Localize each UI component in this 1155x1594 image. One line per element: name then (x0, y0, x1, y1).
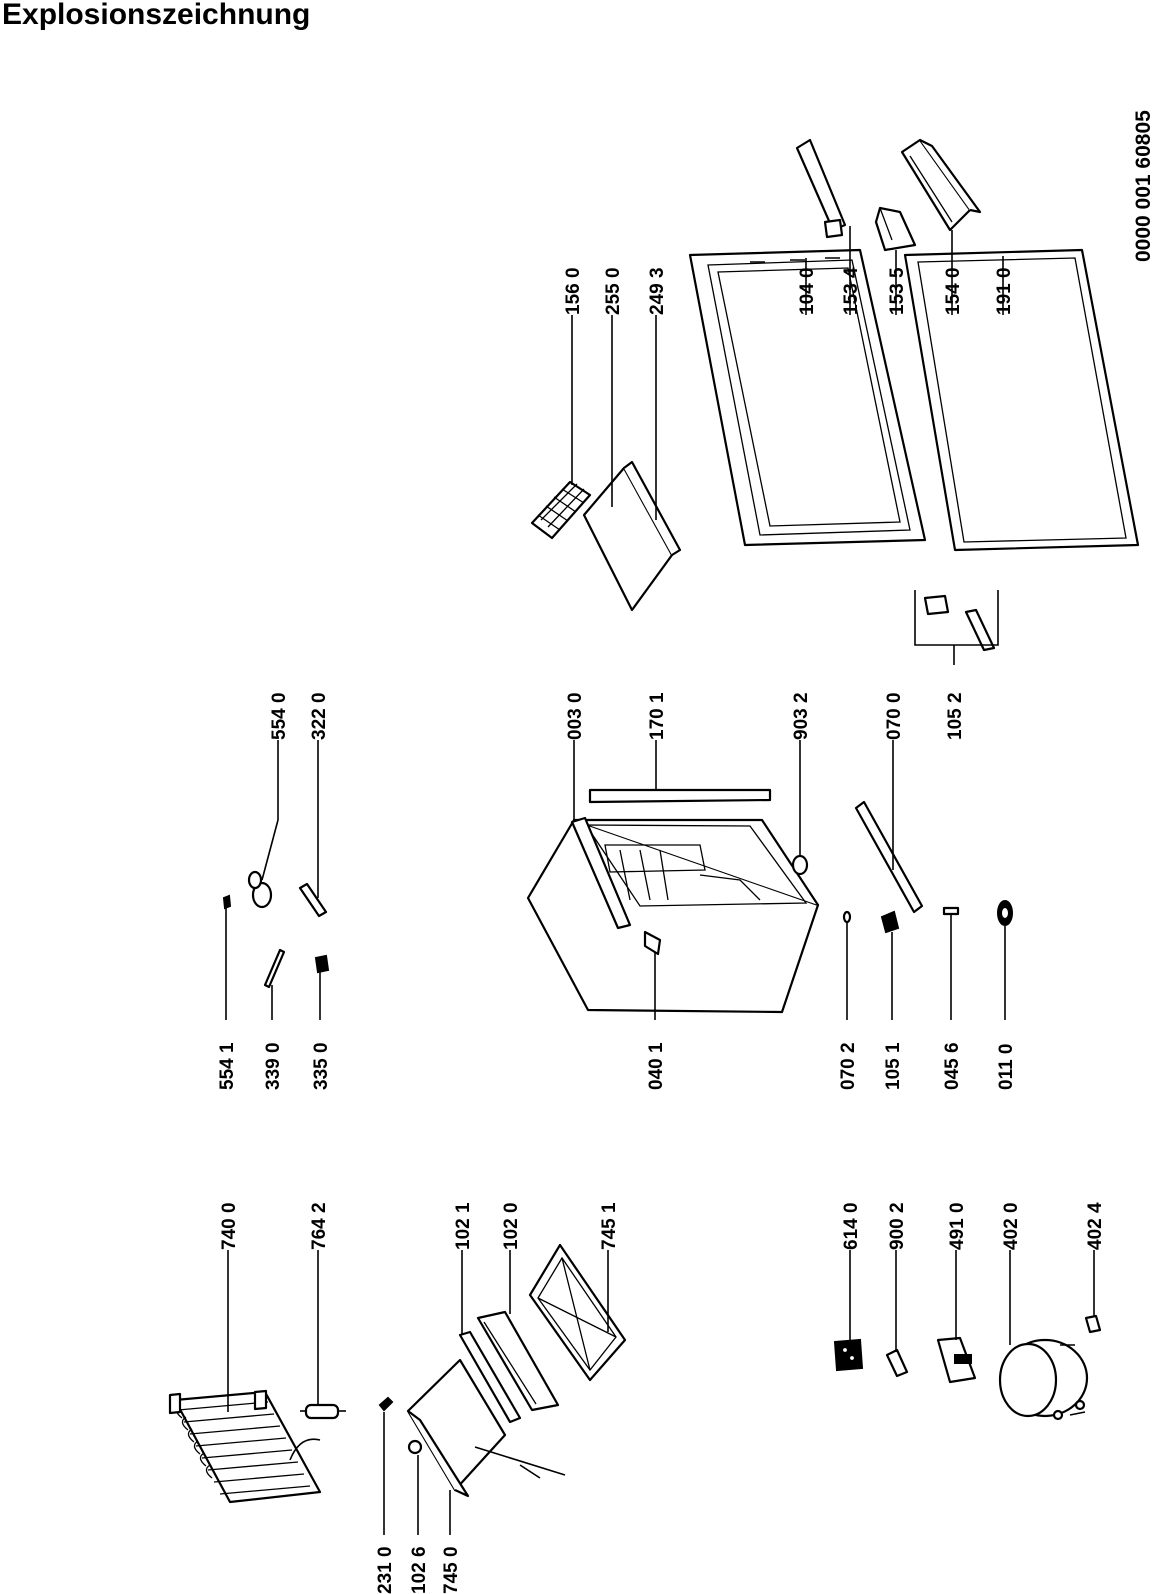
starter-housing-part (936, 1336, 977, 1384)
label-554-0: 554 0 (269, 692, 290, 740)
butter-compartment-part (874, 206, 917, 252)
hinge-set-part (914, 590, 999, 652)
label-153-4: 153 4 (841, 267, 862, 315)
label-900-2: 900 2 (887, 1202, 908, 1250)
small-knob-part (407, 1439, 423, 1455)
door-panel-part (688, 248, 927, 547)
bracket-part (885, 1348, 909, 1378)
feet-cap-part (997, 900, 1013, 926)
trim-strip-part (588, 788, 772, 804)
label-335-0: 335 0 (311, 1042, 332, 1090)
label-322-0: 322 0 (309, 692, 330, 740)
page-title: Explosionszeichnung (2, 0, 311, 31)
thermostat-clip-part (222, 894, 232, 910)
label-105-1: 105 1 (883, 1042, 904, 1090)
label-105-2: 105 2 (945, 692, 966, 740)
label-249-3: 249 3 (647, 267, 668, 315)
door-handle-part (795, 138, 847, 239)
foot-plug-part (791, 854, 809, 876)
freezer-frame-part (458, 1330, 522, 1424)
grommet-part (1084, 1314, 1102, 1334)
adjustable-foot-part (942, 906, 960, 930)
label-156-0: 156 0 (563, 267, 584, 315)
lamp-cover-part (298, 882, 328, 918)
label-102-6: 102 6 (409, 1546, 430, 1594)
label-903-2: 903 2 (791, 692, 812, 740)
label-255-0: 255 0 (603, 267, 624, 315)
filter-drier-part (300, 1403, 346, 1420)
label-402-4: 402 4 (1085, 1202, 1106, 1250)
thermostat-rod-part (263, 948, 286, 989)
label-153-5: 153 5 (887, 267, 908, 315)
label-040-1: 040 1 (646, 1042, 667, 1090)
hinge-bar-part (854, 800, 924, 914)
lamp-socket-part (314, 954, 330, 974)
label-045-6: 045 6 (942, 1042, 963, 1090)
label-070-2: 070 2 (838, 1042, 859, 1090)
egg-tray-part (530, 480, 592, 540)
thermostat-knob-part (247, 870, 273, 909)
condenser-coil-part (168, 1389, 322, 1504)
label-154-0: 154 0 (943, 267, 964, 315)
label-104-0: 104 0 (797, 267, 818, 315)
label-102-0: 102 0 (501, 1202, 522, 1250)
door-shelf-part (900, 138, 982, 232)
label-402-0: 402 0 (1001, 1202, 1022, 1250)
label-070-0: 070 0 (884, 692, 905, 740)
label-491-0: 491 0 (947, 1202, 968, 1250)
screw-part (842, 910, 852, 924)
glass-shelf-part (582, 460, 682, 612)
label-764-2: 764 2 (309, 1202, 330, 1250)
compressor-part (998, 1338, 1089, 1421)
label-745-1: 745 1 (599, 1202, 620, 1250)
small-hinge-part (378, 1396, 394, 1412)
relay-part (833, 1338, 864, 1372)
label-554-1: 554 1 (217, 1042, 238, 1090)
drip-tray-part (528, 1243, 627, 1382)
cabinet-part (526, 816, 820, 1014)
hinge-bracket-part (880, 910, 900, 934)
label-614-0: 614 0 (841, 1202, 862, 1250)
leader-554-0 (261, 819, 279, 881)
document-number: 0000 001 60805 (1132, 110, 1155, 262)
label-745-0: 745 0 (441, 1546, 462, 1594)
door-gasket-part (903, 248, 1140, 552)
label-003-0: 003 0 (565, 692, 586, 740)
label-339-0: 339 0 (263, 1042, 284, 1090)
hinge-pin-part (643, 930, 662, 956)
label-011-0: 011 0 (996, 1044, 1017, 1091)
freezer-drawer-part (476, 1310, 560, 1412)
label-740-0: 740 0 (219, 1202, 240, 1250)
label-231-0: 231 0 (375, 1546, 396, 1594)
label-170-1: 170 1 (647, 692, 668, 740)
freezer-flap-part (406, 1358, 566, 1498)
label-102-1: 102 1 (453, 1202, 474, 1250)
label-191-0: 191 0 (994, 267, 1015, 315)
